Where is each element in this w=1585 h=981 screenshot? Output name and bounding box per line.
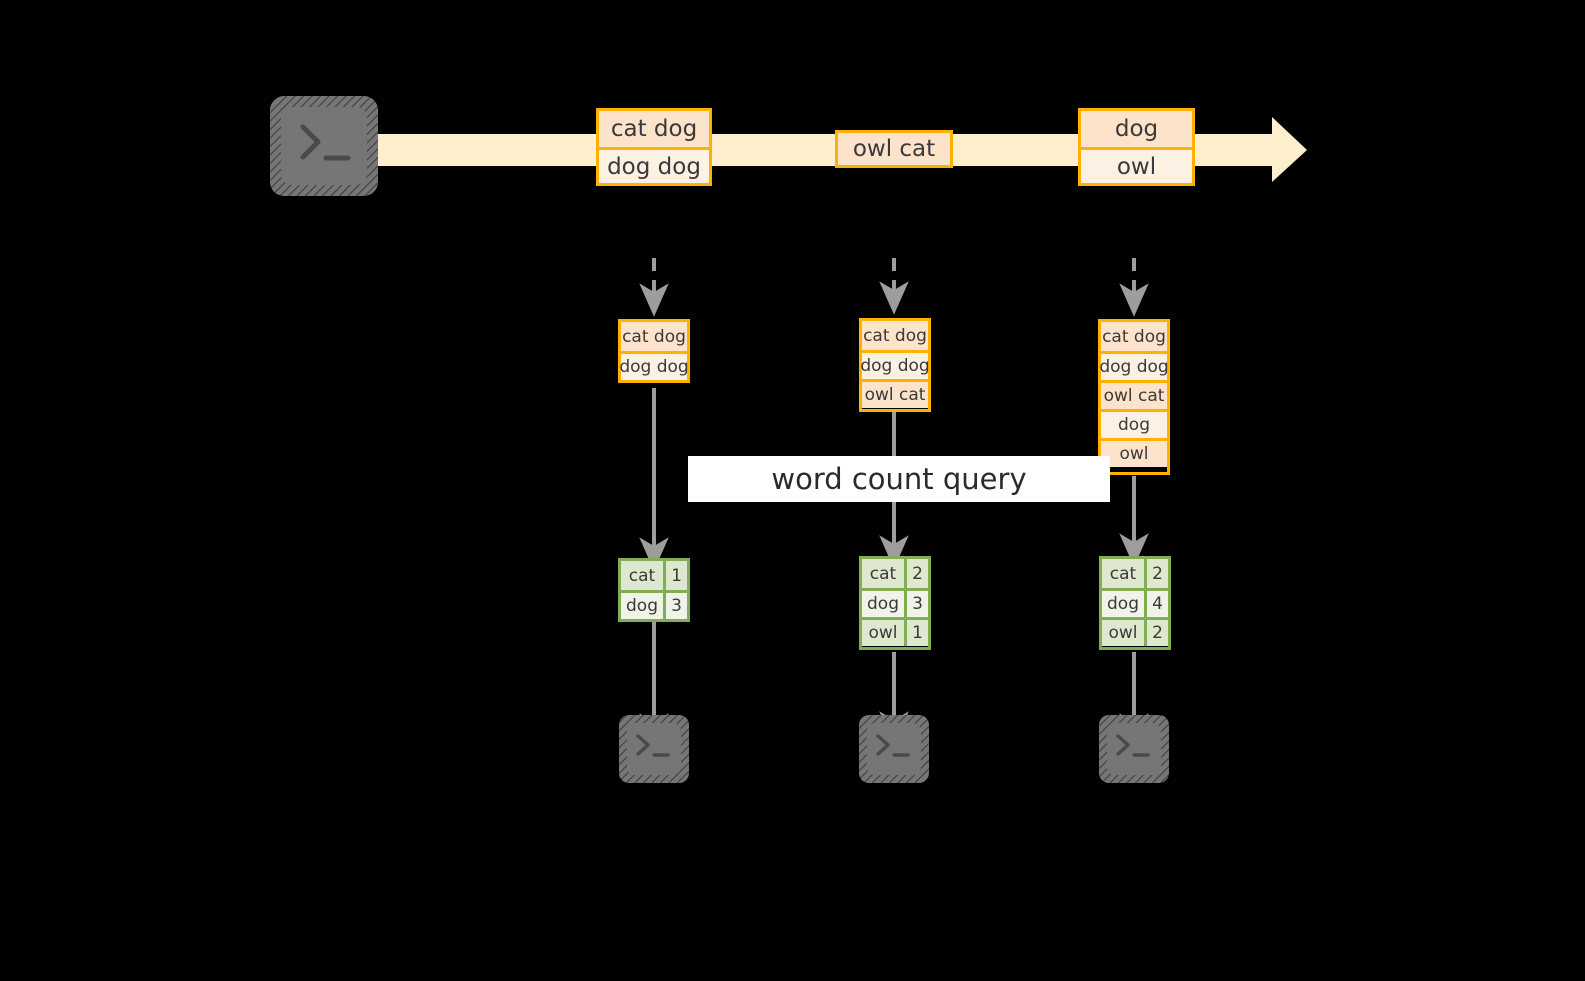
result-table-1[interactable]: cat 1 dog 3: [618, 558, 690, 622]
result-value: 4: [1144, 591, 1168, 617]
accumulated-stack-2[interactable]: cat dog dog dog owl cat: [859, 318, 931, 412]
result-key: owl: [1102, 620, 1144, 646]
accumulated-row: dog: [1101, 409, 1167, 438]
result-table-3[interactable]: cat 2 dog 4 owl 2: [1099, 556, 1171, 650]
result-value: 3: [904, 591, 928, 617]
table-row: dog 3: [621, 590, 687, 619]
stream-message-line: dog: [1081, 111, 1192, 147]
stream-message-line: owl cat: [838, 133, 950, 165]
result-value: 2: [1144, 559, 1168, 588]
result-value: 3: [663, 593, 687, 619]
result-key: cat: [621, 561, 663, 590]
result-key: dog: [621, 593, 663, 619]
stream-message-3[interactable]: dog owl: [1078, 108, 1195, 186]
table-row: cat 1: [621, 561, 687, 590]
result-value: 1: [904, 620, 928, 646]
sink-terminal-icon-1[interactable]: [619, 715, 689, 783]
accumulated-row: cat dog: [621, 322, 687, 351]
accumulated-stack-1[interactable]: cat dog dog dog: [618, 319, 690, 383]
stream-message-line: cat dog: [599, 111, 709, 147]
table-row: cat 2: [862, 559, 928, 588]
sink-terminal-icon-3[interactable]: [1099, 715, 1169, 783]
accumulated-row: cat dog: [1101, 322, 1167, 351]
stream-message-line: dog dog: [599, 147, 709, 183]
table-row: dog 4: [1102, 588, 1168, 617]
stream-tap-arrows: [639, 258, 1149, 317]
result-table-2[interactable]: cat 2 dog 3 owl 1: [859, 556, 931, 650]
result-value: 1: [663, 561, 687, 590]
stream-message-line: owl: [1081, 147, 1192, 183]
accumulated-row: dog dog: [860, 350, 930, 379]
result-key: dog: [1102, 591, 1144, 617]
stream-message-2[interactable]: owl cat: [835, 130, 953, 168]
accumulated-row: cat dog: [862, 321, 928, 350]
result-key: owl: [862, 620, 904, 646]
result-key: dog: [862, 591, 904, 617]
table-row: owl 2: [1102, 617, 1168, 646]
accumulated-row: owl: [1101, 438, 1167, 467]
accumulated-row: owl cat: [1101, 380, 1167, 409]
word-count-query-label: word count query: [688, 456, 1110, 502]
result-key: cat: [862, 559, 904, 588]
result-key: cat: [1102, 559, 1144, 588]
result-value: 2: [904, 559, 928, 588]
accumulated-row: dog dog: [1099, 351, 1169, 380]
accumulated-stack-3[interactable]: cat dog dog dog owl cat dog owl: [1098, 319, 1170, 475]
accumulated-row: owl cat: [862, 379, 928, 408]
sink-terminal-icon-2[interactable]: [859, 715, 929, 783]
result-value: 2: [1144, 620, 1168, 646]
accumulated-row: dog dog: [619, 351, 689, 380]
stream-message-1[interactable]: cat dog dog dog: [596, 108, 712, 186]
table-row: cat 2: [1102, 559, 1168, 588]
table-row: owl 1: [862, 617, 928, 646]
table-row: dog 3: [862, 588, 928, 617]
